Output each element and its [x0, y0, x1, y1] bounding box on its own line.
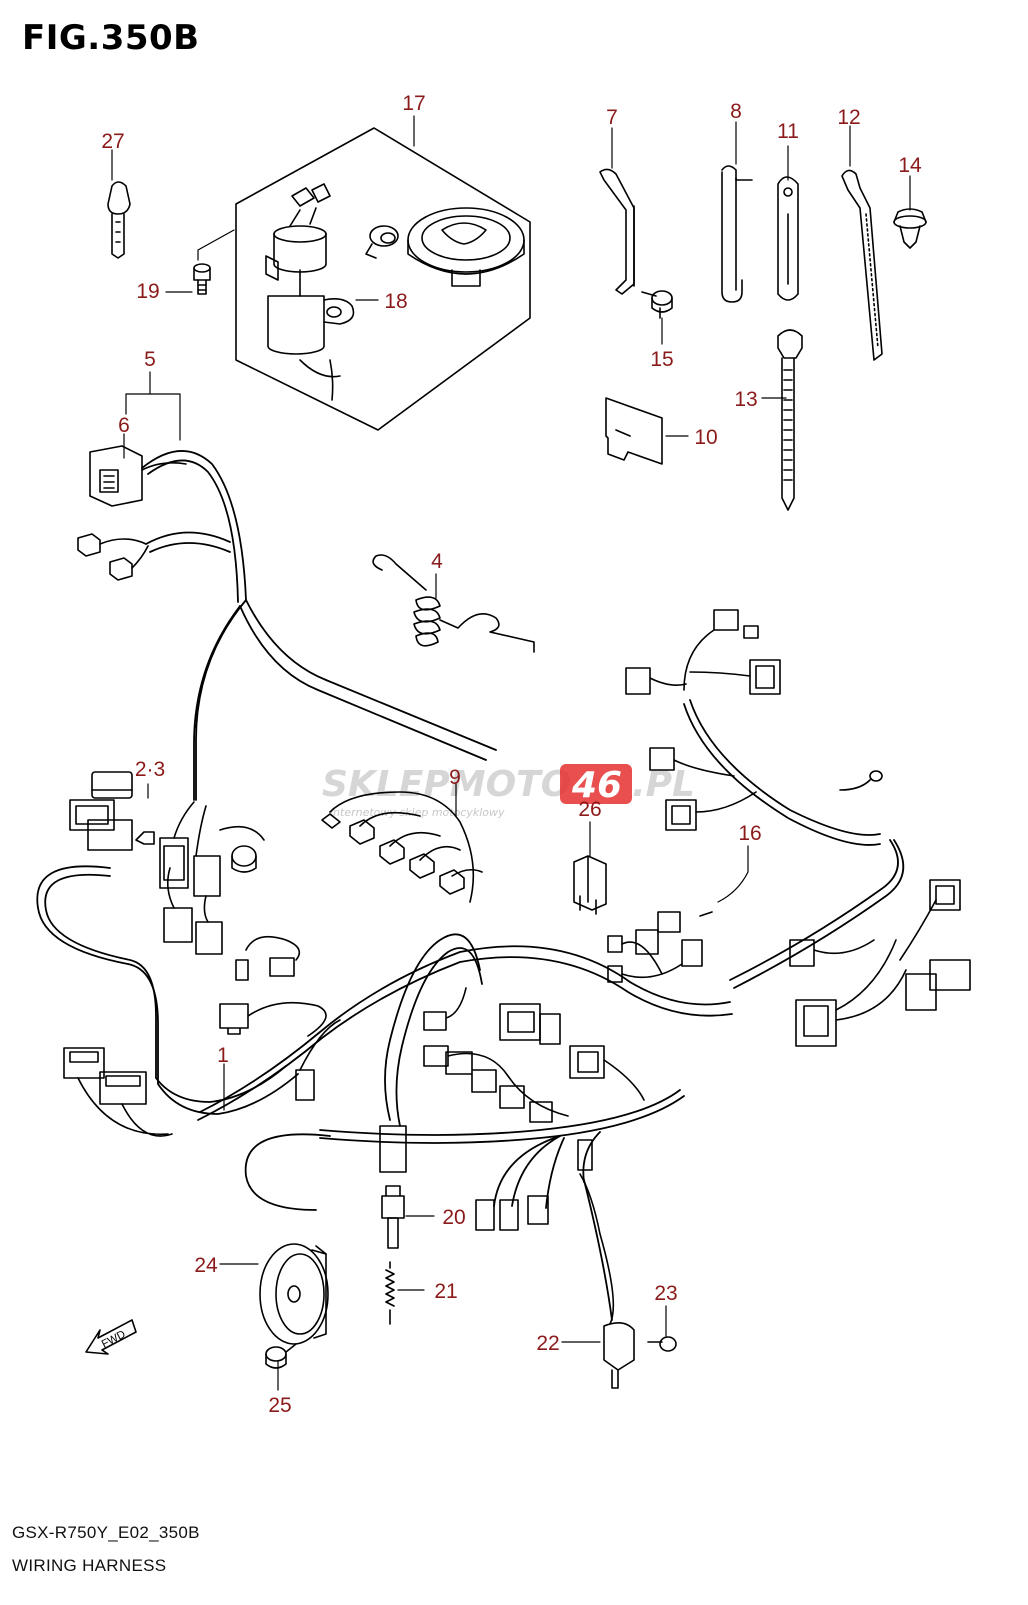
callout-5: 5	[144, 348, 156, 371]
leader-lines	[111, 115, 911, 1391]
callout-26: 26	[578, 798, 601, 821]
part-14-clip	[893, 208, 927, 249]
callout-25: 25	[268, 1394, 291, 1417]
callout-13: 13	[734, 388, 757, 411]
callout-8: 8	[730, 100, 742, 123]
callout-labels: 1 2·3 4 5 6 7 8 9 10 11 12 13 14 15 16 1…	[101, 92, 922, 1417]
section-name: WIRING HARNESS	[12, 1556, 167, 1575]
callout-10: 10	[694, 426, 717, 449]
part-11-clamp	[777, 176, 799, 301]
callout-23: 23	[654, 1282, 677, 1305]
connectors-middle	[219, 935, 645, 1231]
part-17-ignition-switch-set	[235, 127, 531, 431]
part-23-bolt	[647, 1336, 677, 1352]
fwd-arrow-icon	[85, 1319, 137, 1355]
part-8-clamp	[721, 165, 753, 303]
callout-15: 15	[650, 348, 673, 371]
callout-18: 18	[384, 290, 407, 313]
figure-title: FIG.350B	[22, 18, 200, 58]
part-9-sub-harness	[321, 791, 483, 903]
part-19-screw	[193, 229, 235, 295]
callout-24: 24	[194, 1254, 218, 1277]
callout-11: 11	[777, 120, 799, 143]
callout-27: 27	[101, 130, 124, 153]
part-26-relay	[573, 855, 607, 915]
watermark-brand-gray: SKLEPMOTO	[322, 764, 571, 805]
watermark-badge	[560, 764, 632, 804]
callout-17: 17	[402, 92, 425, 115]
connectors-left	[63, 533, 173, 1137]
watermark: SKLEPMOTO 46 .PL internetowy sklep motoc…	[322, 764, 695, 819]
callout-1: 1	[217, 1044, 229, 1067]
part-1-main-harness	[36, 450, 905, 1321]
part-7-bracket	[599, 168, 635, 295]
connectors-right	[607, 609, 971, 1047]
part-10-pad	[605, 397, 663, 465]
part-21-spring	[385, 1261, 395, 1325]
part-25-bolt	[265, 1343, 297, 1369]
callout-14: 14	[898, 154, 922, 177]
fwd-label: FWD	[100, 1328, 128, 1350]
callout-7: 7	[606, 106, 618, 129]
callout-12: 12	[837, 106, 860, 129]
part-2-3-fuse-relay	[135, 801, 265, 955]
callout-16: 16	[738, 822, 761, 845]
part-12-cable-tie	[841, 169, 883, 361]
part-22-switch	[579, 1173, 635, 1389]
watermark-brand-domain: .PL	[632, 764, 695, 805]
callout-22: 22	[536, 1332, 559, 1355]
watermark-brand-red: 46	[571, 765, 622, 806]
callout-2-3: 2·3	[135, 758, 165, 781]
callout-20: 20	[442, 1206, 465, 1229]
part-6-connector	[89, 445, 187, 507]
callout-4: 4	[431, 550, 443, 573]
callout-9: 9	[449, 766, 461, 789]
model-code: GSX-R750Y_E02_350B	[12, 1523, 200, 1542]
part-27-key	[107, 181, 131, 259]
callout-6: 6	[118, 414, 130, 437]
part-15-bolt	[641, 290, 673, 319]
part-13-cable-tie	[777, 329, 803, 511]
watermark-tagline: internetowy sklep motocyklowy	[330, 806, 505, 819]
callout-19: 19	[136, 280, 159, 303]
part-4-spring	[372, 554, 535, 653]
part-24-horn	[259, 1243, 329, 1345]
callout-21: 21	[434, 1280, 457, 1303]
part-20-sensor	[379, 1125, 407, 1249]
